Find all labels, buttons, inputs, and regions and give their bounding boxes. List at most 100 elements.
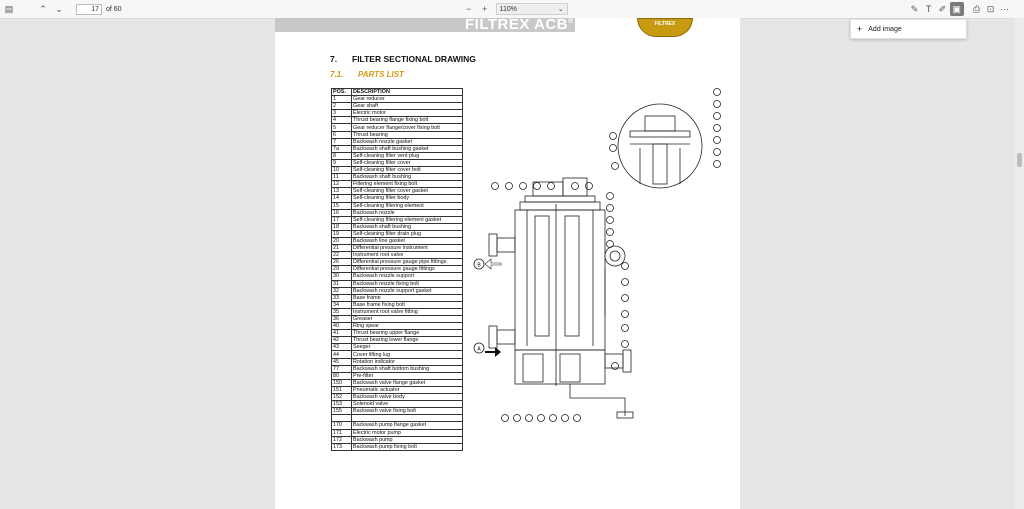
save-icon[interactable]: ⊡ [986,3,995,14]
part-position: 170 [331,421,352,430]
part-position: 3 [331,109,352,118]
part-position: 33 [331,293,352,302]
part-description: Backwash nozzle gasket [351,137,463,146]
part-position: 41 [331,329,352,338]
zoom-select[interactable]: 110% ⌄ [495,3,568,15]
zoom-in-icon[interactable]: + [481,4,488,14]
part-description: Backwash nozzle support gasket [351,286,463,295]
part-position: 19 [331,229,352,238]
part-description: Backwash pump fixing bolt [351,442,463,451]
part-position: 18 [331,222,352,231]
part-description: Ring spear [351,322,463,331]
part-description: Backwash nozzle fixing bolt [351,279,463,288]
part-description: Electric motor [351,109,463,118]
part-position: 173 [331,442,352,451]
sidebar-toggle-icon[interactable]: ▤ [4,3,14,14]
part-description: Self-cleaning filter body [351,194,463,203]
highlight-icon[interactable]: ✐ [938,3,947,14]
part-position: 151 [331,385,352,395]
part-position: 31 [331,279,352,288]
part-description: Self-cleaning filter vent plug [351,151,463,160]
text-icon[interactable]: T [925,4,932,14]
part-position: 5 [331,123,352,132]
vertical-scrollbar[interactable] [1015,18,1024,509]
part-position: 80 [331,371,352,380]
page-number-input[interactable]: 17 [76,3,102,15]
part-position: 11 [331,173,352,182]
part-position: 42 [331,336,352,345]
part-position: 30 [331,272,352,281]
add-image-label: Add image [868,25,902,33]
part-description: Greaser [351,314,463,324]
subsection-title: 7.1.PARTS LIST [330,70,404,79]
part-description: Backwash shaft bottom bushing [351,364,463,373]
part-position: 6 [331,130,352,139]
part-position: 7 [331,137,352,146]
part-description: Gear shaft [351,102,463,111]
part-description: Self-cleaning filter cover gasket [351,187,463,196]
part-description: Backwash shaft bushing [351,222,463,231]
table-row [331,414,463,423]
print-icon[interactable]: ⎙ [972,3,981,14]
part-description: Backwash nozzle [351,208,463,217]
part-position: 14 [331,194,352,203]
part-description: Backwash nozzle support [351,272,463,281]
image-icon[interactable]: ▣ [949,2,964,16]
zoom-out-icon[interactable]: − [465,4,472,14]
part-description: Instrument root valve fitting [351,307,463,317]
part-description: Thrust bearing [351,130,463,139]
part-position: 2 [331,102,352,111]
page-header-text: FILTREX ACB® [465,16,574,33]
part-position: 43 [331,343,352,352]
prev-page-icon[interactable]: ⌃ [39,3,47,14]
filtrex-logo: FILTREX [637,18,693,37]
scrollbar-thumb[interactable] [1017,153,1022,167]
part-position: 45 [331,357,352,366]
more-icon[interactable]: ⋯ [1000,3,1010,14]
part-position: 9 [331,158,352,168]
next-page-icon[interactable]: ⌄ [55,3,63,14]
part-description: Thrust bearing lower flange [351,336,463,345]
add-image-menu-item[interactable]: + Add image [850,19,967,39]
part-description: Seeger [351,343,463,352]
part-position: 22 [331,251,352,260]
part-description: Backwash valve flange gasket [351,378,463,387]
part-description: Rotation indicator [351,357,463,366]
part-position: 15 [331,201,352,210]
part-description: Differential pressure gauge fittings [351,265,463,274]
table-header-row: POS. DESCRIPTION [331,87,463,97]
part-description: Base frame [351,293,463,302]
part-position: 4 [331,116,352,125]
draw-icon[interactable]: ✎ [910,3,919,14]
